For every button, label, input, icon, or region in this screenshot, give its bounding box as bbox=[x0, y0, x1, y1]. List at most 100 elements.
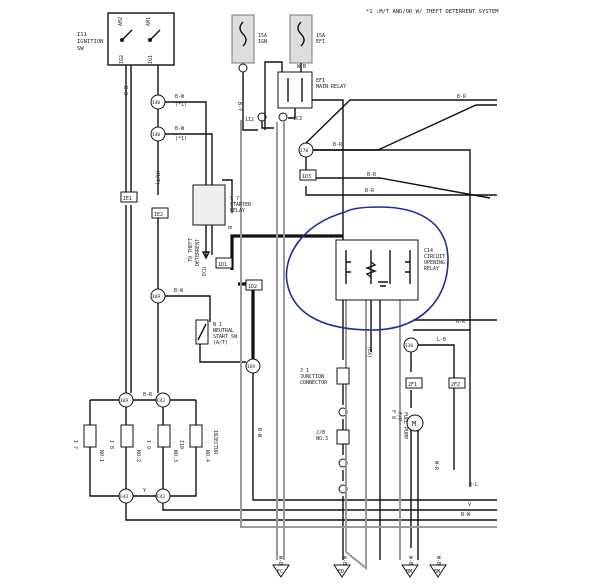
wire-tag-br-3: B-R bbox=[367, 172, 377, 178]
wire-tag-br-4: B-R bbox=[365, 188, 375, 194]
connector-dots bbox=[238, 63, 348, 494]
ground-label-ed: ED bbox=[338, 569, 344, 575]
fuse-ign-box bbox=[231, 14, 255, 64]
junction-connector-box bbox=[336, 367, 350, 385]
ground-wire-tag-3: W-B bbox=[407, 556, 413, 565]
efi-relay-code: EFI bbox=[316, 78, 325, 84]
fuel-pump-motor bbox=[406, 414, 424, 432]
starter-relay-unit: RELAY bbox=[230, 208, 245, 214]
wire-tag-y: Y bbox=[143, 488, 146, 494]
ground-wire-tag-2: W-B bbox=[341, 556, 347, 565]
connector-label-7: 2F2 bbox=[451, 382, 460, 388]
junction-label-8: E43 bbox=[120, 494, 128, 500]
motor-glyph: M bbox=[412, 420, 416, 428]
wires-thin bbox=[89, 61, 497, 560]
connector-label-6: 2F1 bbox=[408, 382, 417, 388]
junction-line-2: CONNECTOR bbox=[300, 380, 328, 386]
harness-lines bbox=[240, 120, 497, 571]
ignition-name: IGNITION bbox=[77, 39, 104, 45]
wire-tag-bw-4: B-W bbox=[256, 428, 262, 438]
injector-3-name: NO.3 bbox=[172, 450, 178, 462]
ground-wire-tag-4: W-B bbox=[435, 556, 441, 565]
wire-tag-ex: (EX) bbox=[366, 346, 372, 358]
wire-tag-bw-3: B-W bbox=[174, 288, 184, 294]
neutral-switch-line-3: (A/T) bbox=[213, 340, 228, 346]
theft-ecu-line-2: DETERRENT bbox=[195, 239, 201, 266]
wire-tag-bw-1: B-W bbox=[175, 94, 185, 100]
efi-relay-name: MAIN RELAY bbox=[316, 84, 346, 90]
fuse-ign-amp: 15A bbox=[258, 33, 267, 39]
fuse-efi-amp: 15A bbox=[316, 33, 325, 39]
neutral-switch-code: N 1 bbox=[213, 322, 222, 328]
theft-ecu-line-1: TO THEFT bbox=[188, 238, 194, 262]
jb-box bbox=[336, 429, 350, 445]
connector-label-3: 1D1 bbox=[218, 262, 227, 268]
junction-label-2: I40 bbox=[152, 132, 160, 138]
legend-note: *1 :M/T AND/OR W/ THEFT DETERRENT SYSTEM bbox=[366, 9, 499, 15]
wire-tag-wr: W-R bbox=[433, 461, 439, 471]
injector-1-code: I 7 bbox=[72, 440, 78, 449]
circuit-relay-line-1: CIRCUIT bbox=[424, 254, 445, 260]
injector-label: INJECTOR bbox=[212, 430, 218, 455]
fuse-efi-name: EFI bbox=[316, 39, 325, 45]
fuse-ign-icon bbox=[239, 21, 247, 47]
circuit-relay-line-3: RELAY bbox=[424, 266, 439, 272]
theft-ecu-arrow bbox=[201, 251, 211, 260]
junction-label-1: I40 bbox=[152, 100, 160, 106]
connector-label-1: IE1 bbox=[123, 196, 132, 202]
circuit-relay-line-2: OPENING bbox=[424, 260, 445, 266]
ground-symbols bbox=[272, 564, 447, 578]
ignition-unit: SW bbox=[77, 46, 84, 52]
wire-tag-br-5: B-R bbox=[143, 392, 153, 398]
fuel-pump-line-2: FUEL PUMP bbox=[402, 412, 408, 439]
wire-tag-v: V bbox=[468, 502, 471, 508]
injector-3-code: I 9 bbox=[145, 440, 151, 449]
neutral-switch-line-1: NEUTRAL bbox=[213, 328, 234, 334]
wire-tag-star-2: (*1) bbox=[175, 136, 187, 142]
starter-relay-box bbox=[192, 184, 226, 226]
wire-tag-wb-1: W-B bbox=[297, 64, 306, 70]
wire-bold-relay bbox=[230, 234, 343, 359]
wire-tag-bw-5: B-W bbox=[461, 512, 471, 518]
ground-label-ec: EC bbox=[277, 569, 283, 575]
circuit-relay-box bbox=[335, 239, 419, 301]
annotation-circle bbox=[285, 206, 449, 331]
junction-line-1: JUNCTION bbox=[300, 374, 324, 380]
wire-tag-bw-2: B-W bbox=[175, 126, 185, 132]
jb-name: NO.3 bbox=[316, 436, 328, 442]
starter-relay-code: S 7 bbox=[230, 196, 239, 202]
ignition-switch-contacts bbox=[120, 29, 161, 42]
wire-tag-star-1: (*1) bbox=[175, 102, 187, 108]
circuit-relay-internals bbox=[345, 250, 411, 287]
ground-label-bm-1: BM bbox=[406, 569, 412, 575]
injector-4-name: NO.4 bbox=[204, 450, 210, 462]
connector-label-8: 1C3 bbox=[293, 116, 302, 122]
connector-label-2: IE2 bbox=[154, 212, 163, 218]
injector-2-name: NO.2 bbox=[135, 450, 141, 462]
junction-code: J 1 bbox=[300, 368, 309, 374]
wire-tag-br-1: B-R bbox=[457, 94, 467, 100]
ignition-code: I11 bbox=[77, 32, 87, 38]
wire-tag-bo: B-O bbox=[122, 86, 128, 95]
connector-boxes bbox=[120, 169, 466, 389]
wire-tag-mt: (M/T) bbox=[154, 170, 160, 185]
fuse-ign-name: IGN bbox=[258, 39, 267, 45]
jb-code: J/B bbox=[316, 430, 325, 436]
neutral-switch-line-2: START SW bbox=[213, 334, 238, 340]
starter-relay-name: STARTER bbox=[230, 202, 252, 208]
injector-4-code: I10 bbox=[178, 440, 184, 449]
junction-label-3: I70 bbox=[300, 148, 308, 154]
wire-tag-by: B-Y bbox=[236, 102, 242, 111]
injector-2-code: I 8 bbox=[108, 440, 114, 449]
ignition-switch-box bbox=[107, 12, 175, 66]
circuit-relay-code: C14 bbox=[424, 248, 433, 254]
injector-stack bbox=[83, 424, 203, 448]
fuse-efi-icon bbox=[297, 21, 305, 47]
connector-label-4: 1D2 bbox=[248, 284, 257, 290]
neutral-switch-contact bbox=[197, 323, 207, 341]
efi-relay-coil bbox=[287, 78, 303, 102]
junction-label-9: I30 bbox=[405, 343, 413, 349]
junction-label-5: I69 bbox=[247, 364, 255, 370]
connector-label-9: 1I2 bbox=[245, 117, 254, 123]
